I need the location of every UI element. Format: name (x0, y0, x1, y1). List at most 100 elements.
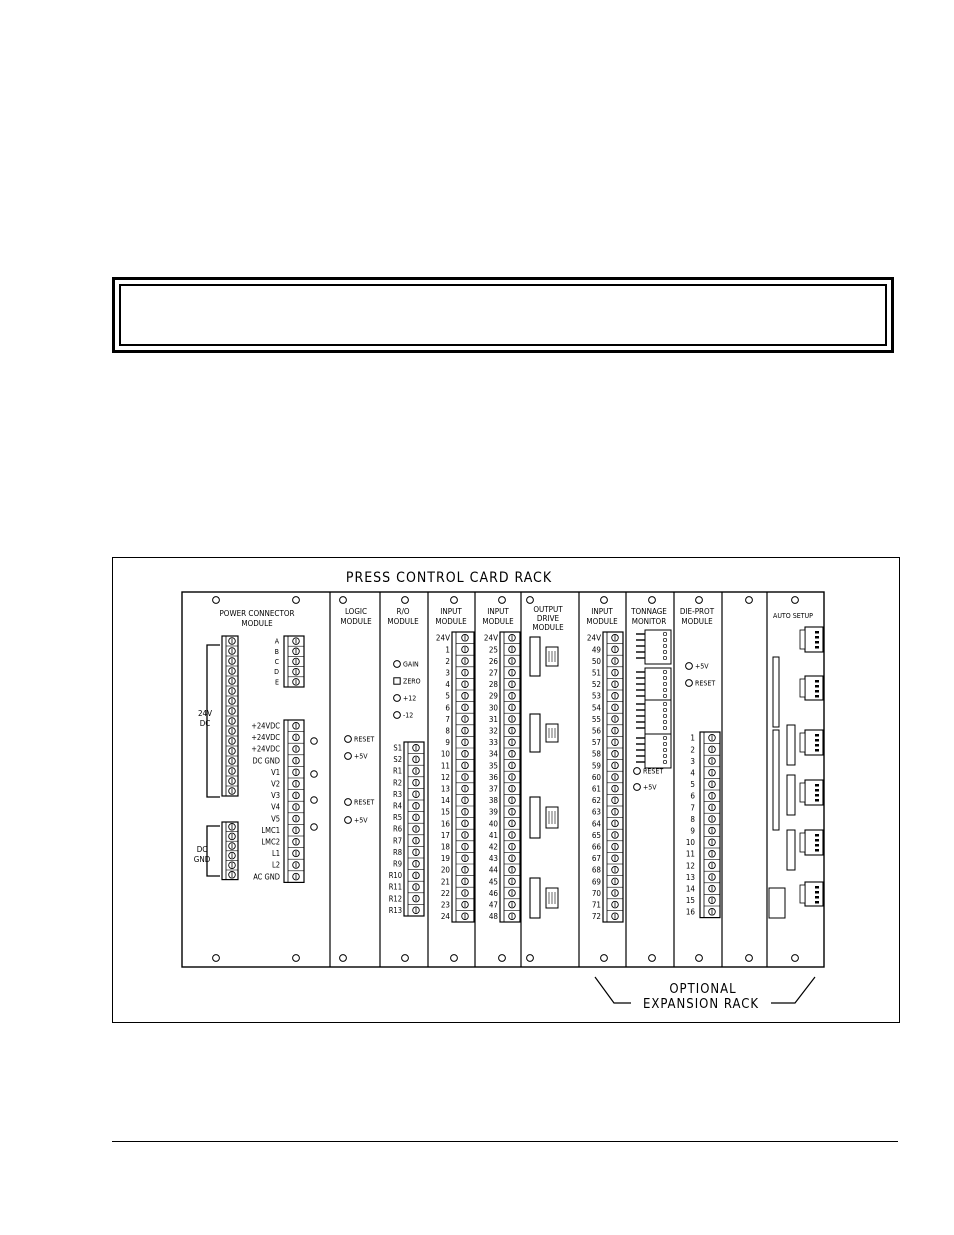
output-module-name-2: DRIVE (537, 614, 560, 623)
auto-setup-pin (815, 901, 819, 904)
tonnage-channel-pin (662, 637, 668, 643)
terminal-label: 14 (441, 796, 451, 805)
terminal-label: 24V (587, 634, 601, 643)
output-slot (529, 796, 541, 839)
terminal-label: 7 (690, 803, 695, 812)
terminal-label: 7 (445, 715, 450, 724)
auto-setup-pin (815, 794, 819, 797)
terminal-label: 71 (592, 900, 601, 909)
output-slot (529, 877, 541, 919)
terminal-label: 48 (489, 912, 499, 921)
dcgnd-label-2: GND (194, 855, 211, 864)
mounting-screw (526, 954, 534, 962)
terminal-label: 27 (489, 668, 498, 677)
mounting-screw (745, 596, 753, 604)
dcgnd-label-1: DC (197, 845, 208, 854)
expansion-label-1: OPTIONAL (669, 982, 736, 997)
indicator-label: +5V (695, 663, 709, 671)
terminal-label: 16 (686, 908, 696, 917)
terminal-label: 9 (690, 826, 695, 835)
auto-setup-connector-lip (799, 832, 806, 853)
tonnage-channel-pin (662, 655, 668, 661)
terminal-label: 53 (592, 692, 601, 701)
indicator-label: -12 (403, 712, 413, 720)
logic-module-name-1: LOGIC (345, 607, 367, 616)
terminal-label: 54 (592, 703, 602, 712)
output-slot (529, 636, 541, 677)
terminal-label: 67 (592, 854, 601, 863)
terminal-label: 43 (489, 854, 498, 863)
auto-setup-pin (815, 784, 819, 787)
terminal-label: 24V (484, 634, 498, 643)
terminal-label: 44 (489, 866, 499, 875)
auto-setup-pin (815, 799, 819, 802)
mounting-screw (450, 596, 458, 604)
terminal-label: 35 (489, 761, 498, 770)
input3-module-name-2: MODULE (586, 617, 618, 626)
auto-setup-pin (815, 896, 819, 899)
terminal-label: 62 (592, 796, 601, 805)
ro-module-name-2: MODULE (387, 617, 419, 626)
terminal-label: 40 (489, 819, 499, 828)
terminal-blocks (221, 631, 721, 923)
terminal-label: 56 (592, 726, 602, 735)
auto-setup-pin (815, 744, 819, 747)
tonnage-channel-pin (662, 741, 668, 747)
auto-setup-connector-lip (799, 732, 806, 753)
mounting-screws (212, 596, 799, 962)
terminal-label: R11 (389, 883, 402, 892)
terminal-label: 4 (445, 680, 450, 689)
terminal-label: 45 (489, 877, 498, 886)
terminal-label: 70 (592, 889, 602, 898)
terminal-label: R6 (393, 825, 402, 834)
expansion-annotation (594, 976, 816, 1004)
terminal-label: A (275, 638, 280, 646)
dcgnd-bracket (206, 825, 220, 877)
auto-setup-pin (815, 680, 819, 683)
terminal-label: 21 (441, 877, 450, 886)
terminal-label: 58 (592, 750, 602, 759)
terminal-label: V1 (271, 768, 280, 777)
terminal-label: R4 (393, 802, 402, 811)
indicator-label: +5V (354, 753, 368, 761)
terminal-label: 6 (445, 703, 450, 712)
output-drive-connectors (529, 636, 559, 919)
auto-setup-pin (815, 646, 819, 649)
terminal-label: +24VDC (251, 733, 280, 742)
footer-rule (112, 1141, 898, 1142)
terminal-label: 42 (489, 842, 498, 851)
tonnage-channel-pin (662, 631, 668, 637)
tonnage-channel-pin (662, 725, 668, 731)
tonnage-channel-pin (662, 693, 668, 699)
input2-module-name-1: INPUT (487, 607, 509, 616)
terminal-label: 14 (686, 884, 696, 893)
terminal-label: 61 (592, 784, 601, 793)
indicator-led (685, 662, 693, 670)
terminal-label: V4 (271, 803, 280, 812)
indicator-led (633, 783, 641, 791)
mounting-screw (450, 954, 458, 962)
tonnage-channel-block (644, 733, 672, 769)
tonnage-channel-pin (662, 735, 668, 741)
auto-setup-pin (815, 839, 819, 842)
auto-setup-pin (815, 834, 819, 837)
terminal-label: 30 (489, 703, 499, 712)
auto-setup-pin (815, 690, 819, 693)
dc24-label-1: 24V (198, 709, 212, 718)
terminal-label: C (275, 658, 280, 666)
auto-setup-connector-lip (799, 884, 806, 904)
indicator-led (344, 752, 352, 760)
auto-setup-connector (804, 729, 824, 756)
terminal-label: 39 (489, 808, 499, 817)
mounting-screw (791, 954, 799, 962)
mounting-screw (600, 596, 608, 604)
terminal-label: 5 (445, 692, 450, 701)
mounting-screw (339, 954, 347, 962)
tonnage-module-name-1: TONNAGE (630, 607, 667, 616)
terminal-label: 26 (489, 657, 499, 666)
auto-setup-pin (815, 891, 819, 894)
indicator-label: RESET (354, 736, 374, 744)
auto-setup-connectors (768, 626, 824, 919)
terminal-label: 5 (690, 780, 695, 789)
indicator-led (344, 735, 352, 743)
